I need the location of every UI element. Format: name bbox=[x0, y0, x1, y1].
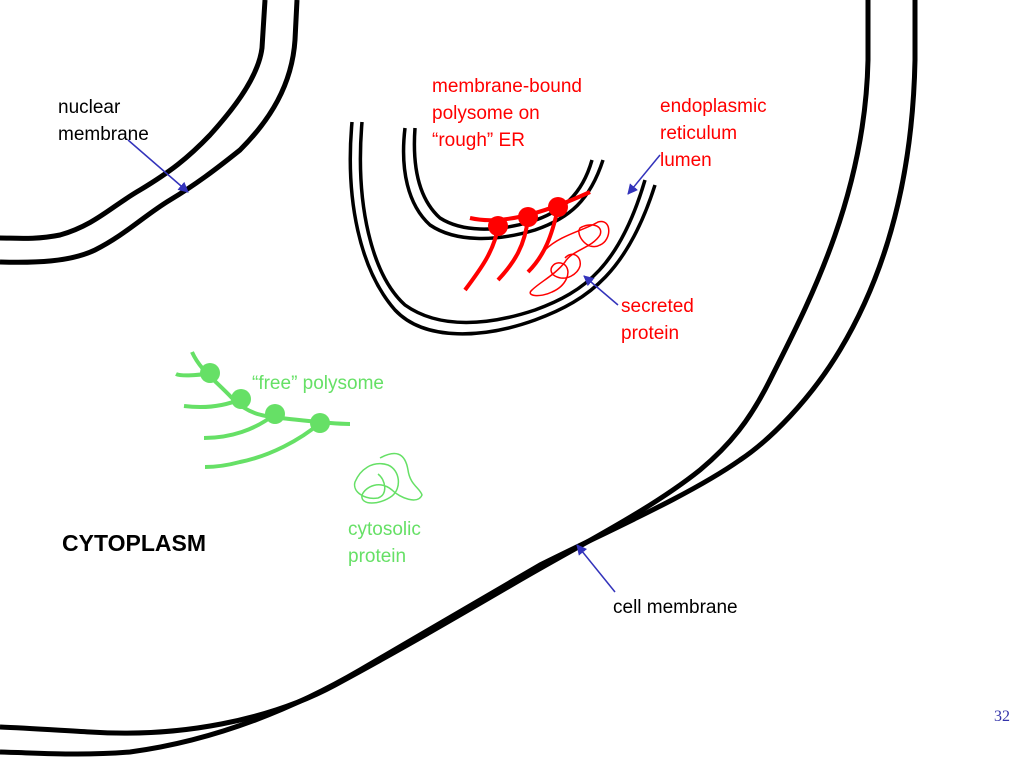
free-chain-4 bbox=[204, 421, 322, 469]
nuclear-membrane bbox=[0, 0, 300, 265]
free-polysome bbox=[175, 351, 351, 469]
er-outer-line-1 bbox=[348, 121, 657, 336]
cytoplasm-label: CYTOPLASM bbox=[62, 530, 206, 556]
cytosolic-protein-label: cytosolic protein bbox=[348, 516, 421, 570]
ribosome-red-3 bbox=[548, 197, 568, 217]
page-number: 32 bbox=[994, 708, 1010, 725]
arrow-er-lumen bbox=[627, 154, 661, 195]
cell-membrane-inner bbox=[0, 0, 871, 736]
secreted-protein-label-line-2: protein bbox=[621, 323, 680, 344]
cytosolic-protein-label-line-2: protein bbox=[348, 546, 407, 567]
ribosome-red-2 bbox=[518, 207, 538, 227]
membrane-bound-polysome-label-line-2: polysome on bbox=[432, 103, 540, 124]
annotation-arrows bbox=[127, 139, 661, 593]
secreted-protein-label-line-1: secreted bbox=[621, 296, 694, 317]
ribosome-green-1 bbox=[200, 363, 220, 383]
er-outer-line-2 bbox=[358, 121, 647, 325]
nuclear-membrane-label-line-1: nuclear bbox=[58, 97, 121, 118]
er-lumen-label: endoplasmic reticulum lumen bbox=[660, 93, 767, 174]
er-lumen-label-line-2: reticulum bbox=[660, 123, 738, 144]
arrow-secreted-protein bbox=[583, 275, 619, 306]
cytosolic-protein-squiggle bbox=[353, 452, 423, 504]
cell-membrane-label: cell membrane bbox=[613, 597, 738, 618]
nascent-chain-1 bbox=[463, 225, 500, 292]
arrow-nuclear-membrane bbox=[127, 139, 189, 193]
membrane-bound-polysome bbox=[463, 190, 591, 292]
membrane-bound-polysome-label: membrane-bound polysome on “rough” ER bbox=[432, 73, 582, 154]
ribosome-green-4 bbox=[310, 413, 330, 433]
er-lumen-label-line-1: endoplasmic bbox=[660, 96, 767, 117]
ribosome-red-1 bbox=[488, 216, 508, 236]
er-lumen-label-line-3: lumen bbox=[660, 150, 712, 171]
nuclear-membrane-label: nuclear membrane bbox=[58, 94, 149, 148]
ribosome-green-3 bbox=[265, 404, 285, 424]
membrane-bound-polysome-label-line-3: “rough” ER bbox=[432, 130, 525, 151]
cytosolic-protein-label-line-1: cytosolic bbox=[348, 519, 421, 540]
cell-membrane bbox=[0, 0, 918, 757]
ribosome-green-2 bbox=[231, 389, 251, 409]
free-polysome-label: “free” polysome bbox=[252, 373, 384, 394]
arrow-cell-membrane bbox=[576, 544, 616, 593]
er-inner-line-1 bbox=[401, 127, 605, 241]
secreted-protein-squiggle bbox=[529, 220, 610, 297]
nuclear-membrane-inner bbox=[0, 0, 300, 265]
nuclear-membrane-outer bbox=[0, 0, 268, 241]
cell-membrane-outer bbox=[0, 0, 918, 757]
membrane-bound-polysome-label-line-1: membrane-bound bbox=[432, 76, 582, 97]
secreted-protein-label: secreted protein bbox=[621, 293, 694, 347]
nuclear-membrane-label-line-2: membrane bbox=[58, 124, 149, 145]
